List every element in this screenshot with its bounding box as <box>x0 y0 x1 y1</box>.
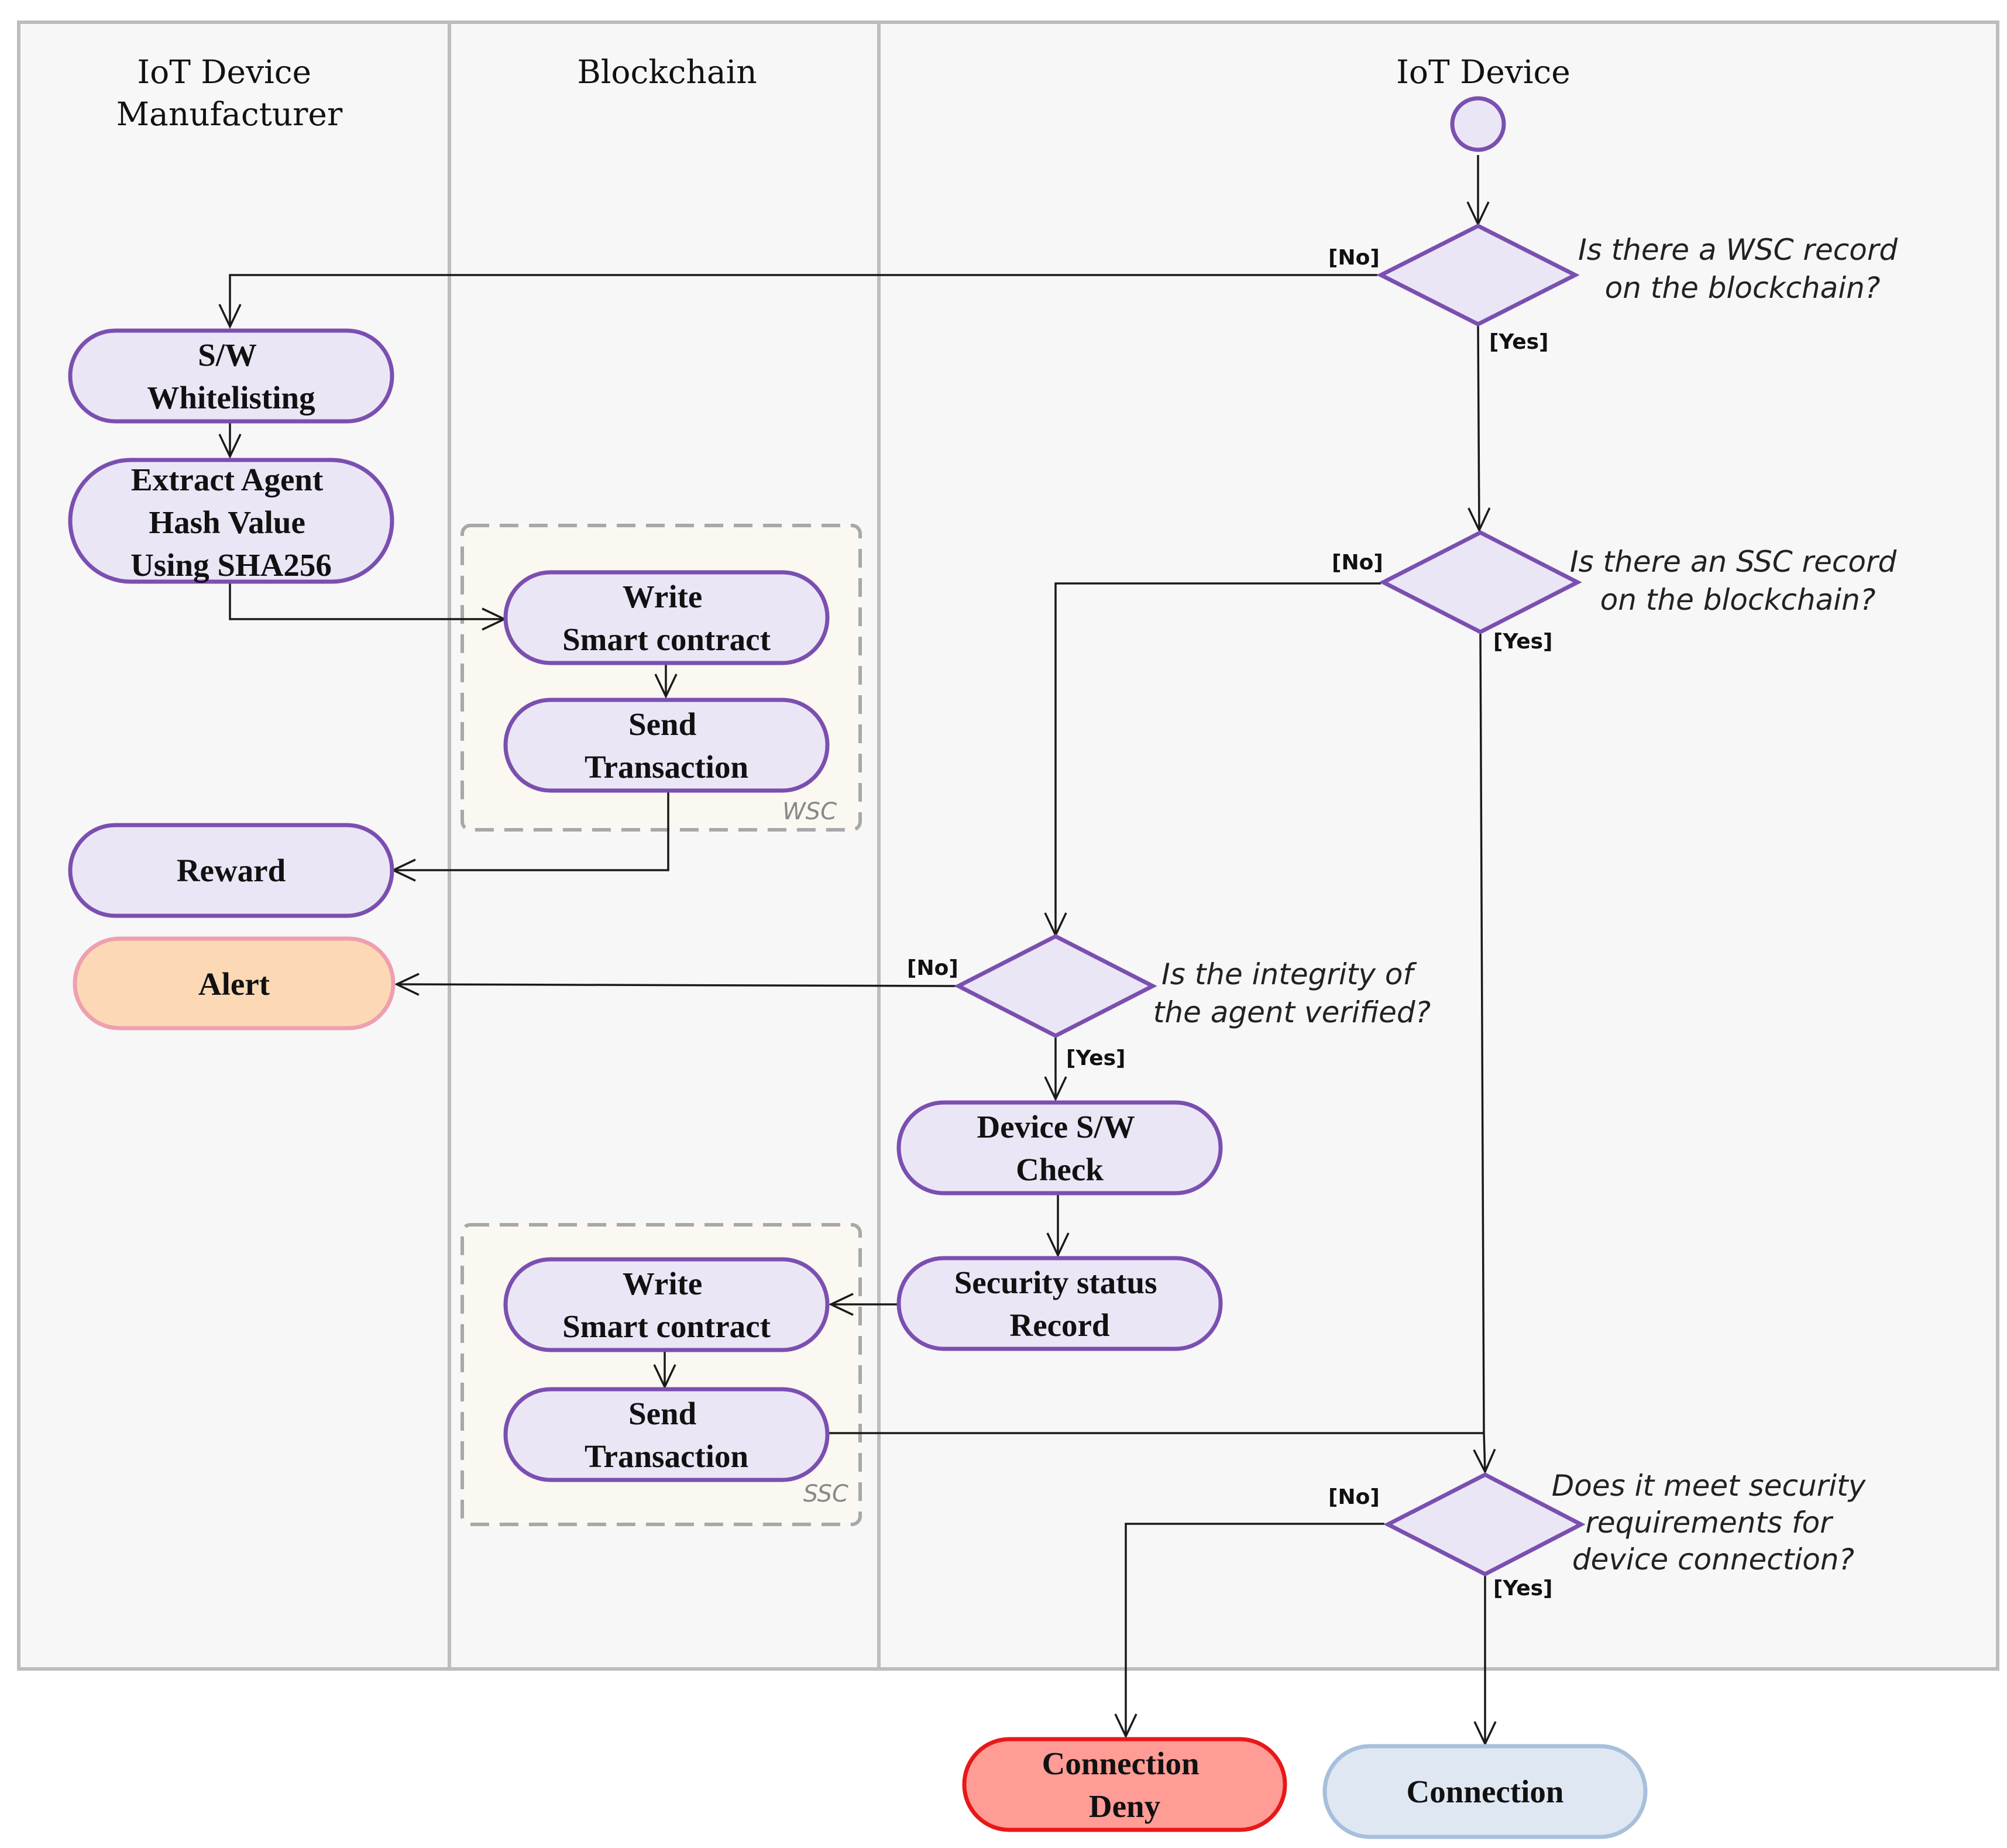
action-send-transaction-wsc: Send Transaction <box>503 698 830 793</box>
decision-security-requirements: Does it meet security requirements for d… <box>1328 1469 1875 1600</box>
decision-wsc-record: Is there a WSC record on the blockchain?… <box>1328 224 1907 354</box>
decision-integrity: Is the integrity of the agent verified? … <box>907 934 1431 1070</box>
action-sw-whitelisting-label: S/W Whitelisting <box>147 337 315 415</box>
action-send-transaction-ssc: Send Transaction <box>503 1387 830 1482</box>
action-connection: Connection <box>1322 1744 1648 1839</box>
edge-send-to-reward <box>390 791 669 882</box>
action-device-sw-check-label: Device S/W Check <box>977 1109 1142 1187</box>
action-write-smart-contract-ssc: Write Smart contract <box>503 1257 830 1352</box>
guard-integrity-no: [No] <box>907 956 958 980</box>
action-alert-label: Alert <box>198 966 270 1002</box>
action-alert-shape <box>73 936 396 1031</box>
action-send-tx-2-shape <box>503 1387 830 1482</box>
action-write-sc-2-shape <box>503 1257 830 1352</box>
lane-title-device: IoT Device <box>1396 53 1570 91</box>
guard-integrity-yes: [Yes] <box>1066 1046 1126 1070</box>
decision-security-question: Does it meet security requirements for d… <box>1552 1469 1875 1576</box>
action-extract-hash: Extract Agent Hash Value Using SHA256 <box>68 458 394 584</box>
edge-integrity-no <box>394 973 957 996</box>
guard-security-no: [No] <box>1328 1485 1380 1509</box>
action-security-status-record: Security status Record <box>896 1256 1223 1351</box>
action-reward: Reward <box>68 823 394 918</box>
decision-wsc-question: Is there a WSC record on the blockchain? <box>1578 233 1907 305</box>
lane-title-manufacturer: IoT Device Manufacturer <box>116 53 343 133</box>
action-connection-deny-shape <box>962 1737 1287 1832</box>
decision-ssc-record: Is there an SSC record on the blockchain… <box>1332 530 1906 654</box>
action-device-sw-check-shape <box>896 1100 1223 1196</box>
guard-ssc-no: [No] <box>1332 551 1383 575</box>
action-extract-hash-shape <box>68 458 394 584</box>
action-send-tx-1-label: Send Transaction <box>585 706 748 785</box>
action-security-record-shape <box>896 1256 1223 1351</box>
action-connection-deny: Connection Deny <box>962 1737 1287 1832</box>
action-connection-deny-label: Connection Deny <box>1042 1746 1208 1824</box>
decision-integrity-diamond <box>954 934 1157 1038</box>
edge-extract-to-write <box>229 583 507 631</box>
action-send-tx-2-label: Send Transaction <box>585 1396 748 1474</box>
guard-wsc-yes: [Yes] <box>1489 330 1549 354</box>
action-write-sc-1-label: Write Smart contract <box>562 579 771 657</box>
action-write-smart-contract-wsc: Write Smart contract <box>503 570 830 665</box>
guard-wsc-no: [No] <box>1328 246 1380 270</box>
action-reward-label: Reward <box>177 853 286 888</box>
decision-integrity-question: Is the integrity of the agent verified? <box>1153 957 1431 1029</box>
action-alert: Alert <box>73 936 396 1031</box>
lane-title-blockchain: Blockchain <box>577 53 757 91</box>
edge-wsc-yes <box>1468 325 1491 533</box>
decision-ssc-question: Is there an SSC record on the blockchain… <box>1570 545 1906 617</box>
action-write-sc-1-shape <box>503 570 830 665</box>
action-connection-label: Connection <box>1407 1774 1564 1809</box>
action-extract-hash-label: Extract Agent Hash Value Using SHA256 <box>130 462 332 583</box>
decision-ssc-diamond <box>1379 530 1582 634</box>
guard-ssc-yes: [Yes] <box>1493 630 1553 654</box>
initial-node <box>1450 96 1506 152</box>
edge-wsc-no <box>218 274 1377 329</box>
action-send-tx-1-shape <box>503 698 830 793</box>
edge-ssc-no <box>1044 582 1381 938</box>
decision-security-diamond <box>1383 1472 1586 1576</box>
action-sw-whitelisting: S/W Whitelisting <box>68 328 394 424</box>
edge-security-no <box>1114 1523 1384 1739</box>
group-wsc-label: WSC <box>782 798 837 825</box>
action-security-record-label: Security status Record <box>954 1265 1166 1343</box>
group-ssc-label: SSC <box>803 1481 848 1507</box>
decision-wsc-diamond <box>1376 224 1580 327</box>
action-device-sw-check: Device S/W Check <box>896 1100 1223 1196</box>
action-write-sc-2-label: Write Smart contract <box>562 1266 771 1344</box>
action-connection-shape <box>1322 1744 1648 1839</box>
guard-security-yes: [Yes] <box>1493 1576 1553 1600</box>
action-sw-whitelisting-shape <box>68 328 394 424</box>
action-reward-shape <box>68 823 394 918</box>
